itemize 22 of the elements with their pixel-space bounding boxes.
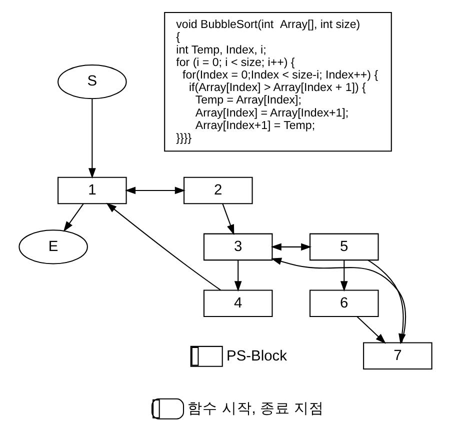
node-box: void BubbleSort(int Array[], int size) { int Temp, Index, i; for (i = 0; i < size; i++) { for(Index = 0;Index < size-i; Index++) { if(Array[Index] > Array[Index + 1]) { Temp = Array[Index]; Array[Index] = Array[Index+1]; Array[Index+1] = Temp; }}}} [164,12,392,152]
legend-label: 함수 시작, 종료 지점 [187,400,324,417]
node-ellipse: S [57,64,126,100]
arrow [356,316,386,344]
arrow [340,260,348,292]
arrow [270,243,312,251]
node-box: 4 [202,290,272,318]
node-box: 3 [202,233,272,261]
legend-label: PS-Block [226,348,286,364]
node-box: 7 [362,342,432,370]
arrow [234,260,242,292]
node-box: 6 [309,290,378,318]
node-box: 1 [57,176,126,204]
arrow [88,99,96,179]
node-box: 2 [183,176,252,204]
arrow [270,258,406,343]
node-ellipse: E [18,230,88,264]
arrow [124,186,185,194]
arrow [222,204,234,236]
arrow [62,204,84,232]
node-box: 5 [309,233,378,261]
arrow [106,202,220,291]
